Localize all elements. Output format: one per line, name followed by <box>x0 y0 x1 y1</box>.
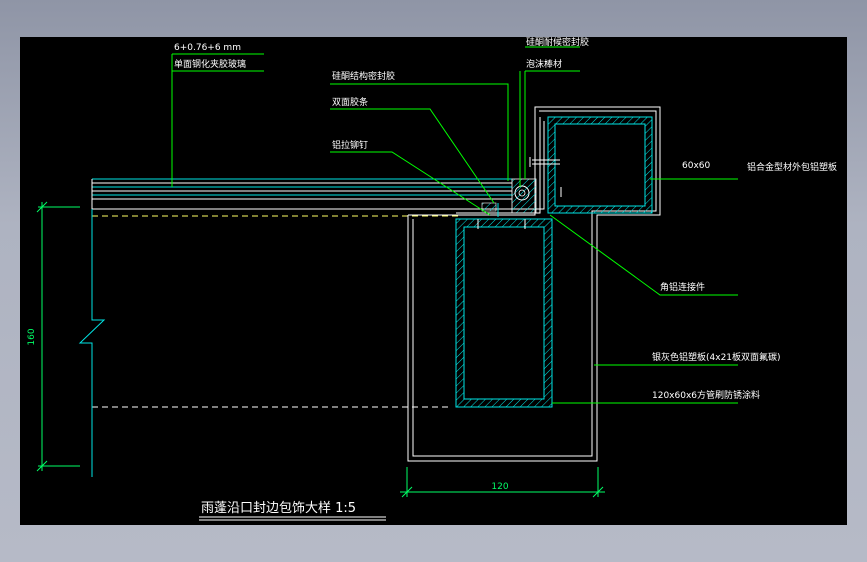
dashed-lines <box>92 215 460 408</box>
label-glass-name: 单面钢化夹胶玻璃 <box>174 58 246 70</box>
tube-60x60 <box>547 116 653 214</box>
label-double-tape: 双面胶条 <box>332 96 368 108</box>
width-dimension: 120 <box>400 467 605 498</box>
angle-connector <box>456 117 562 229</box>
label-rivet: 铝拉铆钉 <box>332 139 368 151</box>
drawing-canvas: 160 120 <box>20 37 847 525</box>
label-tube-60: 60x60 <box>682 161 711 171</box>
tube-120x60 <box>455 218 553 408</box>
label-tube-120: 120x60x6方管刷防锈涂料 <box>652 389 760 401</box>
detail-drawing: 160 120 <box>27 37 837 521</box>
break-line <box>78 209 106 477</box>
label-angle-connector: 角铝连接件 <box>660 281 705 293</box>
leader-lines <box>171 46 738 404</box>
drawing-title: 雨蓬沿口封边包饰大样 1:5 <box>201 501 356 516</box>
label-structural-sealant: 硅酮结构密封胶 <box>332 70 395 82</box>
label-glass-spec: 6+0.76+6 mm <box>174 43 241 53</box>
width-value: 120 <box>491 482 508 492</box>
glass-panel <box>91 178 512 210</box>
height-dimension: 160 <box>27 201 80 472</box>
label-panel: 银灰色铝塑板(4x21板双面氟碳) <box>652 351 781 363</box>
sealant-joint <box>481 178 537 214</box>
height-value: 160 <box>27 328 37 345</box>
label-tube-60-desc: 铝合金型材外包铝塑板 <box>747 161 837 173</box>
label-weather-sealant: 硅酮耐候密封胶 <box>526 37 589 48</box>
label-foam-rod: 泡沫棒材 <box>526 58 562 70</box>
